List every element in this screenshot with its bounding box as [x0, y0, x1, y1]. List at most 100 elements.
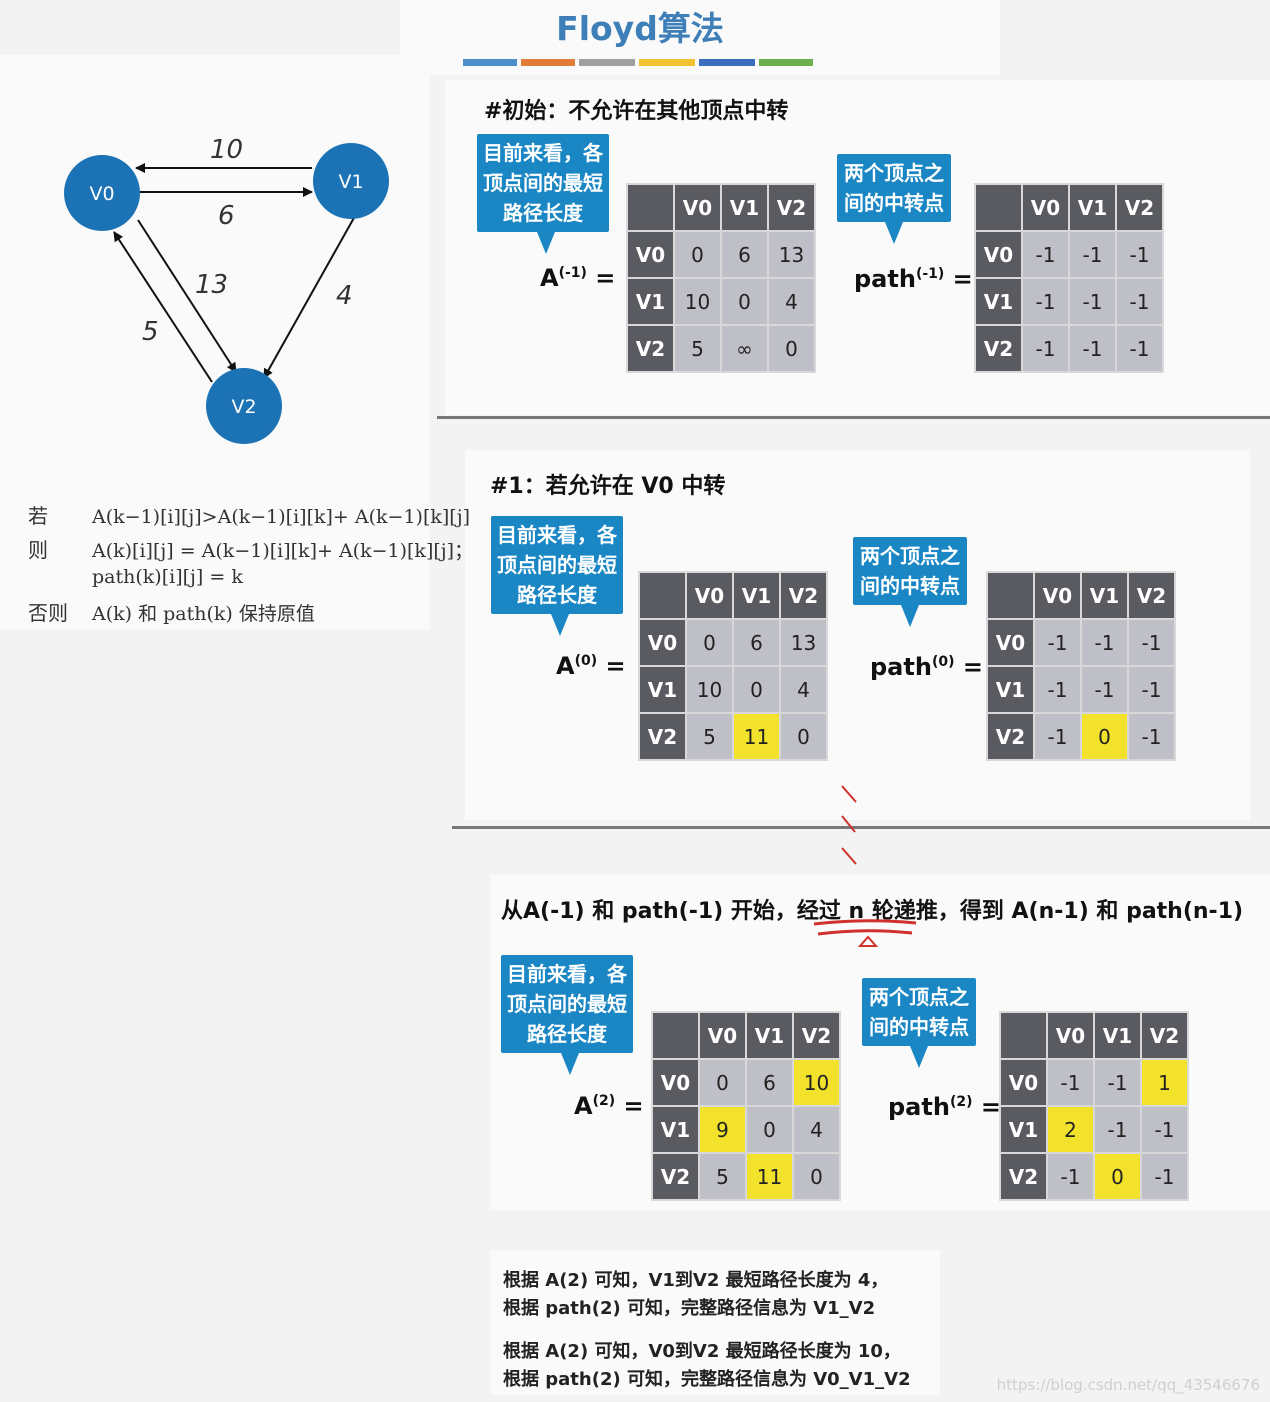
note-line-3: 根据 A(2) 可知，V0到V2 最短路径长度为 10， — [503, 1341, 901, 1362]
p-base: path — [888, 1093, 950, 1121]
path-bubble-line-2: 间的中转点 — [860, 574, 960, 598]
color-bar-3 — [579, 59, 635, 66]
a-cell: 6 — [745, 1058, 794, 1107]
formula-then-word: 则 — [28, 538, 48, 562]
red-annotation-marks — [841, 785, 857, 865]
p-cell: -1 — [1021, 230, 1070, 279]
p-cell: -1 — [1033, 712, 1082, 761]
a-cell: 9 — [698, 1105, 747, 1154]
color-bar-6 — [759, 59, 813, 66]
p-cell: -1 — [1093, 1105, 1142, 1154]
a-base: A — [540, 264, 559, 292]
p-sup: (-1) — [915, 266, 945, 282]
p-cell: -1 — [1127, 665, 1176, 714]
color-bar-5 — [699, 59, 755, 66]
formula-then: A(k)[i][j] = A(k−1)[i][k]+ A(k−1)[k][j]； — [92, 540, 474, 562]
separator-2 — [452, 826, 1270, 829]
dist-bubble-line-1: 目前来看，各 — [483, 141, 603, 165]
a-cell: 5 — [698, 1152, 747, 1201]
a-cell: 10 — [685, 665, 734, 714]
edge-v0-v2 — [137, 219, 237, 373]
p-sup: (0) — [931, 654, 955, 670]
section-0-a-label: A(-1) = — [540, 264, 616, 292]
section-2-path-bubble: 两个顶点之 间的中转点 — [862, 978, 976, 1068]
p-cell: -1 — [1068, 277, 1117, 326]
p-cell: -1 — [1021, 277, 1070, 326]
p-cell: -1 — [1033, 665, 1082, 714]
section-1-a-label: A(0) = — [556, 652, 626, 680]
formula-else-word: 否则 — [28, 601, 68, 625]
note-line-4: 根据 path(2) 可知，完整路径信息为 V0_V1_V2 — [503, 1369, 911, 1390]
node-v2: V2 — [206, 368, 282, 444]
a-cell: 0 — [745, 1105, 794, 1154]
color-bar-1 — [463, 59, 517, 66]
p-cell: -1 — [1115, 324, 1164, 373]
a-cell: 6 — [732, 618, 781, 667]
a-cell: 0 — [732, 665, 781, 714]
a-cell: 4 — [779, 665, 828, 714]
a-sup: (-1) — [558, 265, 587, 281]
a-cell: 10 — [792, 1058, 841, 1107]
edge-label-5: 5 — [142, 317, 159, 347]
a-sup: (2) — [592, 1093, 616, 1109]
dist-bubble-line-2: 顶点间的最短 — [507, 992, 627, 1016]
dist-bubble-line-2: 顶点间的最短 — [497, 553, 617, 577]
p-cell: -1 — [1093, 1058, 1142, 1107]
dist-bubble-line-1: 目前来看，各 — [507, 962, 627, 986]
p-sup: (2) — [949, 1094, 973, 1110]
edge-v2-v0 — [113, 231, 213, 383]
a-cell: 0 — [673, 230, 722, 279]
path-bubble-line-2: 间的中转点 — [869, 1015, 969, 1039]
p-cell: -1 — [1080, 618, 1129, 667]
path-bubble-line-1: 两个顶点之 — [869, 985, 969, 1009]
notes-panel — [490, 1250, 940, 1395]
formula-path-row: path(k)[i][j] = k — [28, 566, 243, 588]
a-cell: 0 — [698, 1058, 747, 1107]
section-1-path-bubble: 两个顶点之 间的中转点 — [853, 537, 967, 627]
edge-label-10: 10 — [210, 135, 243, 165]
dist-bubble-line-1: 目前来看，各 — [497, 523, 617, 547]
edge-v1-v2 — [263, 215, 356, 379]
red-underline-mark — [813, 919, 917, 947]
p-cell: -1 — [1115, 277, 1164, 326]
dist-bubble-line-3: 路径长度 — [517, 583, 597, 607]
edge-label-6: 6 — [218, 201, 235, 231]
a-cell: 13 — [767, 230, 816, 279]
a-cell: 10 — [673, 277, 722, 326]
p-base: path — [870, 653, 932, 681]
dist-bubble-line-2: 顶点间的最短 — [483, 171, 603, 195]
node-v0-label: V0 — [89, 183, 114, 205]
path-bubble-line-1: 两个顶点之 — [860, 544, 960, 568]
color-bar-4 — [639, 59, 695, 66]
a-cell: 13 — [779, 618, 828, 667]
path-bubble-line-1: 两个顶点之 — [844, 161, 944, 185]
formula-else: A(k) 和 path(k) 保持原值 — [92, 603, 315, 625]
note-line-1: 根据 A(2) 可知，V1到V2 最短路径长度为 4， — [503, 1270, 889, 1291]
p-cell: -1 — [1021, 324, 1070, 373]
p-cell: -1 — [1127, 712, 1176, 761]
p-cell: -1 — [1080, 665, 1129, 714]
a-cell: 6 — [720, 230, 769, 279]
p-cell: -1 — [1115, 230, 1164, 279]
p-cell: -1 — [1046, 1058, 1095, 1107]
p-cell: -1 — [1140, 1105, 1189, 1154]
dist-bubble-line-3: 路径长度 — [527, 1022, 607, 1046]
a-sup: (0) — [574, 653, 598, 669]
section-0-path-label: path(-1) = — [854, 265, 973, 293]
p-cell: -1 — [1068, 230, 1117, 279]
a-cell: 0 — [779, 712, 828, 761]
separator-1 — [437, 416, 1270, 419]
a-cell: 11 — [732, 712, 781, 761]
watermark: https://blog.csdn.net/qq_43546676 — [996, 1376, 1260, 1394]
section-1-path-label: path(0) = — [870, 653, 983, 681]
path-bubble-line-2: 间的中转点 — [844, 191, 944, 215]
a-cell: 4 — [767, 277, 816, 326]
node-v1-label: V1 — [338, 171, 363, 193]
a-cell: 0 — [792, 1152, 841, 1201]
node-v2-label: V2 — [231, 396, 256, 418]
